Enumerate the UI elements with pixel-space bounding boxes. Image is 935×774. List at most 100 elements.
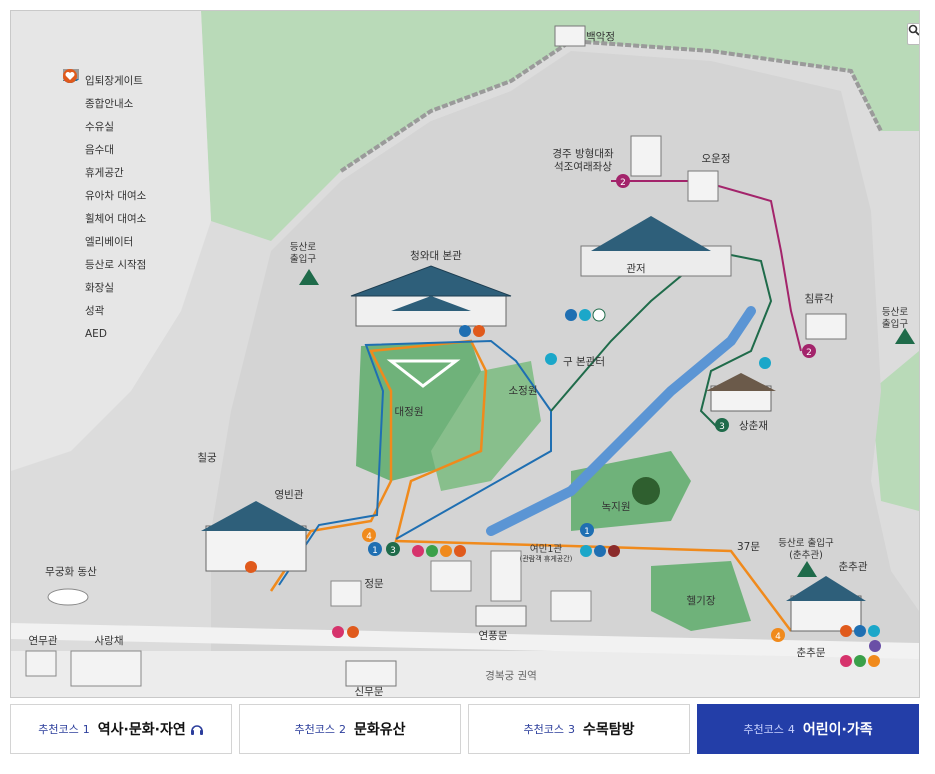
svg-text:4: 4 xyxy=(775,632,781,642)
label-mugunghwa: 무궁화 동산 xyxy=(45,566,97,578)
restroom-icon xyxy=(63,72,79,296)
cheongwadae-building xyxy=(350,265,512,327)
tab-number: 2 xyxy=(338,722,346,736)
trailhead-icon xyxy=(63,69,79,273)
label-nokjiwon: 녹지원 xyxy=(601,501,631,513)
label-daejeongwon: 대정원 xyxy=(394,406,424,418)
nursing-room-icon xyxy=(63,69,79,135)
legend-aed: AED xyxy=(63,69,213,345)
headphones-icon xyxy=(190,725,203,735)
course-marker-3-sangchunjae: 3 xyxy=(715,418,729,432)
zoom-button[interactable] xyxy=(907,23,919,45)
svg-text:2: 2 xyxy=(620,178,626,188)
tab-name: 수목탐방 xyxy=(582,722,635,738)
legend-stroller: 유아차 대여소 xyxy=(63,69,213,207)
label-chilgung: 칠궁 xyxy=(197,452,217,464)
label-yeonpungmun: 연풍문 xyxy=(478,630,508,642)
trailhead-east-icon xyxy=(895,328,915,344)
tab-prefix: 추천코스 xyxy=(523,723,564,736)
legend-water: 음수대 xyxy=(63,69,213,161)
label-sangchunjae: 상춘재 xyxy=(739,420,768,432)
tab-prefix: 추천코스 xyxy=(294,723,335,736)
course2-path xyxy=(611,180,802,352)
svg-text:2: 2 xyxy=(806,348,812,358)
tab-course-2[interactable]: 추천코스 2 문화유산 xyxy=(239,704,461,754)
label-gwanjeo: 관저 xyxy=(626,263,646,275)
tab-number: 1 xyxy=(82,722,90,736)
label-sarangchae: 사랑채 xyxy=(94,635,124,647)
label-gyeongju-1: 경주 방형대좌 xyxy=(552,148,614,160)
tab-number: 4 xyxy=(787,722,795,736)
label-baegakjeong: 백악정 xyxy=(586,31,615,43)
label-chimnyugak: 침류각 xyxy=(804,293,834,305)
legend-label: AED xyxy=(85,327,107,340)
label-yeomingwan-2: (관람객 휴게공간) xyxy=(519,555,573,563)
map-canvas: 2 2 3 1 4 1 3 4 xyxy=(11,11,919,697)
course-marker-2-right: 2 xyxy=(802,344,816,358)
map-legend: 입퇴장게이트 i종합안내소 수유실 음수대 휴게공간 유아차 대여소 휠체어 대… xyxy=(63,69,213,345)
label-chunchumun: 춘추문 xyxy=(796,647,826,659)
search-icon xyxy=(908,24,919,36)
legend-gate: 입퇴장게이트 xyxy=(63,69,213,92)
gwanjeo-building xyxy=(580,216,732,277)
svg-text:3: 3 xyxy=(390,546,396,556)
label-hiking-west-1: 등산로 xyxy=(289,242,317,253)
aed-icon xyxy=(63,69,79,342)
course-marker-3-gate: 3 xyxy=(386,542,400,556)
course-marker-1-nokjiwon: 1 xyxy=(580,523,594,537)
stroller-icon xyxy=(63,69,79,204)
legend-wall: 성곽 xyxy=(63,69,213,322)
svg-text:1: 1 xyxy=(372,546,378,556)
sangchunjae-building xyxy=(706,373,776,412)
label-hiking-west-2: 출입구 xyxy=(289,254,317,265)
label-jeongmun: 정문 xyxy=(364,578,384,590)
course-marker-4-gate: 4 xyxy=(362,528,376,542)
course-marker-4-chunchu: 4 xyxy=(771,628,785,642)
nokjiwon-lawn xyxy=(571,451,691,531)
label-sojeongwon: 소정원 xyxy=(508,385,538,397)
legend-label: 입퇴장게이트 xyxy=(85,75,143,87)
svg-text:1: 1 xyxy=(584,527,590,537)
chunchugwan-building xyxy=(786,576,866,632)
legend-wheelchair: 휠체어 대여소 xyxy=(63,69,213,230)
label-heliport: 헬기장 xyxy=(686,595,716,607)
tab-name: 어린이·가족 xyxy=(802,722,873,738)
label-hiking-chunchu-1: 등산로 출입구 xyxy=(778,538,834,549)
fortress-wall-icon xyxy=(63,69,79,319)
label-oounjeong: 오운정 xyxy=(701,153,731,165)
info-icon: i xyxy=(63,69,79,112)
label-hiking-east-1: 등산로 xyxy=(881,307,909,318)
tab-prefix: 추천코스 xyxy=(743,723,784,736)
legend-label: 수유실 xyxy=(85,121,114,133)
label-gate37: 37문 xyxy=(737,541,761,553)
tab-prefix: 추천코스 xyxy=(38,723,79,736)
legend-trailhead: 등산로 시작점 xyxy=(63,69,213,276)
trailhead-chunchu-icon xyxy=(797,561,817,577)
course-tabs: 추천코스 1 역사·문화·자연 추천코스 2 문화유산 추천코스 3 수목탐방 … xyxy=(10,704,920,756)
trailhead-west-icon xyxy=(299,269,319,285)
tab-name: 역사·문화·자연 xyxy=(97,722,186,738)
label-gyeongju-2: 석조여래좌상 xyxy=(554,161,612,173)
label-sinmumun: 신무문 xyxy=(354,686,384,698)
legend-label: 엘리베이터 xyxy=(85,236,134,248)
course-marker-2-top: 2 xyxy=(616,174,630,188)
legend-label: 유아차 대여소 xyxy=(85,190,147,202)
legend-info: i종합안내소 xyxy=(63,69,213,115)
course-marker-1-gate: 1 xyxy=(368,542,382,556)
water-fountain-icon xyxy=(63,69,79,158)
grounds xyxy=(211,51,919,651)
yeongbingwan-building xyxy=(201,501,311,572)
course4-path xyxy=(269,339,792,632)
label-old-main: 구 본관터 xyxy=(563,356,605,368)
legend-label: 성곽 xyxy=(85,305,105,317)
campus-map[interactable]: 2 2 3 1 4 1 3 4 입퇴장게이트 i종합안내소 수유실 음수대 휴게… xyxy=(10,10,920,698)
heliport-lawn xyxy=(651,561,751,631)
legend-label: 등산로 시작점 xyxy=(85,259,147,271)
tab-course-4[interactable]: 추천코스 4 어린이·가족 xyxy=(697,704,919,754)
elevator-icon xyxy=(63,69,79,250)
legend-rest: 휴게공간 xyxy=(63,69,213,184)
tab-course-3[interactable]: 추천코스 3 수목탐방 xyxy=(468,704,690,754)
tab-course-1[interactable]: 추천코스 1 역사·문화·자연 xyxy=(10,704,232,754)
tab-name: 문화유산 xyxy=(353,722,406,738)
legend-nursing: 수유실 xyxy=(63,69,213,138)
